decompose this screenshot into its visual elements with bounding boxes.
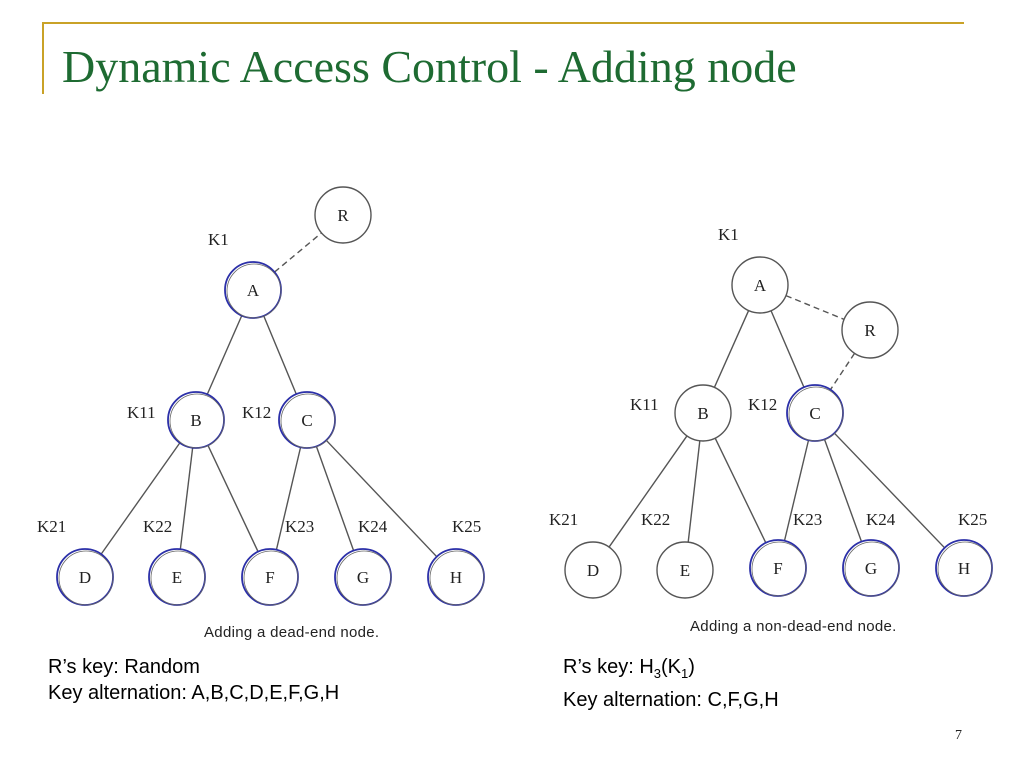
left-node-F-shadow [243, 550, 299, 606]
right-note-alternation: Key alternation: C,F,G,H [563, 689, 779, 711]
right-node-G-shadow [844, 541, 900, 597]
left-node-label-C: C [301, 411, 312, 430]
right-note-key: R’s key: H3(K1) [563, 654, 779, 687]
right-node-D [564, 541, 622, 599]
left-key-label-B: K11 [127, 403, 156, 422]
right-edge-A-C [770, 310, 805, 388]
left-edge-B-F [207, 445, 259, 552]
right-node-B [674, 384, 732, 442]
right-note-key-sub1: 3 [653, 666, 661, 681]
right-note-key-prefix: R’s key: H [563, 656, 654, 678]
left-key-label-C: K12 [242, 403, 271, 422]
left-key-label-G: K24 [358, 517, 388, 536]
left-node-label-D: D [79, 568, 91, 587]
page-number: 7 [955, 728, 962, 743]
right-node-label-H: H [958, 559, 970, 578]
right-node-label-G: G [865, 559, 877, 578]
left-node-B-shadow [169, 393, 225, 449]
left-note-alternation: Key alternation: A,B,C,D,E,F,G,H [48, 682, 340, 704]
slide-title: Dynamic Access Control - Adding node [62, 41, 797, 92]
right-diagram-caption: Adding a non-dead-end node. [690, 618, 897, 635]
right-node-label-A: A [754, 276, 767, 295]
right-node-R [841, 301, 899, 359]
left-node-label-F: F [265, 568, 274, 587]
title-rule-left [42, 22, 44, 94]
left-dashed-edge-A-R [274, 232, 322, 273]
right-node-H-shadow [937, 541, 993, 597]
right-node-label-E: E [680, 561, 690, 580]
right-edge-C-G [823, 439, 863, 542]
right-node-E [656, 541, 714, 599]
left-node-C-shadow [280, 393, 336, 449]
right-key-label-H: K25 [958, 510, 987, 529]
left-note-key: R’s key: Random [48, 656, 200, 678]
left-node-R [314, 186, 372, 244]
right-node-C-shadow [788, 386, 844, 442]
right-edge-B-F [714, 437, 767, 544]
left-notes: R’s key: Random Key alternation: A,B,C,D… [48, 654, 339, 706]
left-edge-B-D [100, 442, 181, 555]
left-key-label-E: K22 [143, 517, 172, 536]
left-node-label-H: H [450, 568, 462, 587]
left-edge-C-F [275, 447, 302, 550]
right-edge-C-H [833, 432, 946, 549]
right-key-label-C: K12 [748, 395, 777, 414]
left-edge-B-E [179, 447, 194, 550]
right-key-label-E: K22 [641, 510, 670, 529]
left-node-H-shadow [429, 550, 485, 606]
right-dashed-edge-R-C [829, 352, 856, 391]
right-node-A [731, 256, 789, 314]
right-edge-A-B [713, 310, 750, 388]
left-node-label-B: B [190, 411, 201, 430]
left-node-A-shadow [226, 263, 282, 319]
right-note-key-suffix: ) [688, 656, 695, 678]
right-node-label-F: F [773, 559, 782, 578]
left-key-label-A: K1 [208, 230, 229, 249]
left-diagram-caption: Adding a dead-end node. [204, 624, 380, 641]
left-node-G-shadow [336, 550, 392, 606]
left-edge-C-H [325, 439, 438, 558]
left-node-E-shadow [150, 550, 206, 606]
title-rule-top [42, 22, 964, 24]
right-key-label-F: K23 [793, 510, 822, 529]
left-edge-A-C [263, 315, 297, 395]
right-note-key-sub2: 1 [681, 666, 689, 681]
left-node-D-shadow [58, 550, 114, 606]
right-node-label-R: R [864, 321, 876, 340]
right-dashed-edge-A-R [785, 294, 845, 321]
right-node-label-D: D [587, 561, 599, 580]
left-node-label-G: G [357, 568, 369, 587]
right-node-label-C: C [809, 404, 820, 423]
right-note-key-mid: (K [661, 656, 681, 678]
right-key-label-G: K24 [866, 510, 896, 529]
right-key-label-B: K11 [630, 395, 659, 414]
right-edge-B-E [687, 440, 701, 543]
right-key-label-D: K21 [549, 510, 578, 529]
left-node-label-A: A [247, 281, 260, 300]
right-edge-B-D [608, 435, 688, 548]
left-edge-A-B [206, 315, 243, 395]
left-node-label-R: R [337, 206, 349, 225]
right-key-label-A: K1 [718, 225, 739, 244]
right-notes: R’s key: H3(K1) Key alternation: C,F,G,H [563, 654, 779, 713]
right-edge-C-F [783, 440, 810, 541]
right-node-F-shadow [751, 541, 807, 597]
left-key-label-F: K23 [285, 517, 314, 536]
left-edge-C-G [315, 446, 355, 551]
left-key-label-D: K21 [37, 517, 66, 536]
left-node-label-E: E [172, 568, 182, 587]
right-node-label-B: B [697, 404, 708, 423]
left-key-label-H: K25 [452, 517, 481, 536]
